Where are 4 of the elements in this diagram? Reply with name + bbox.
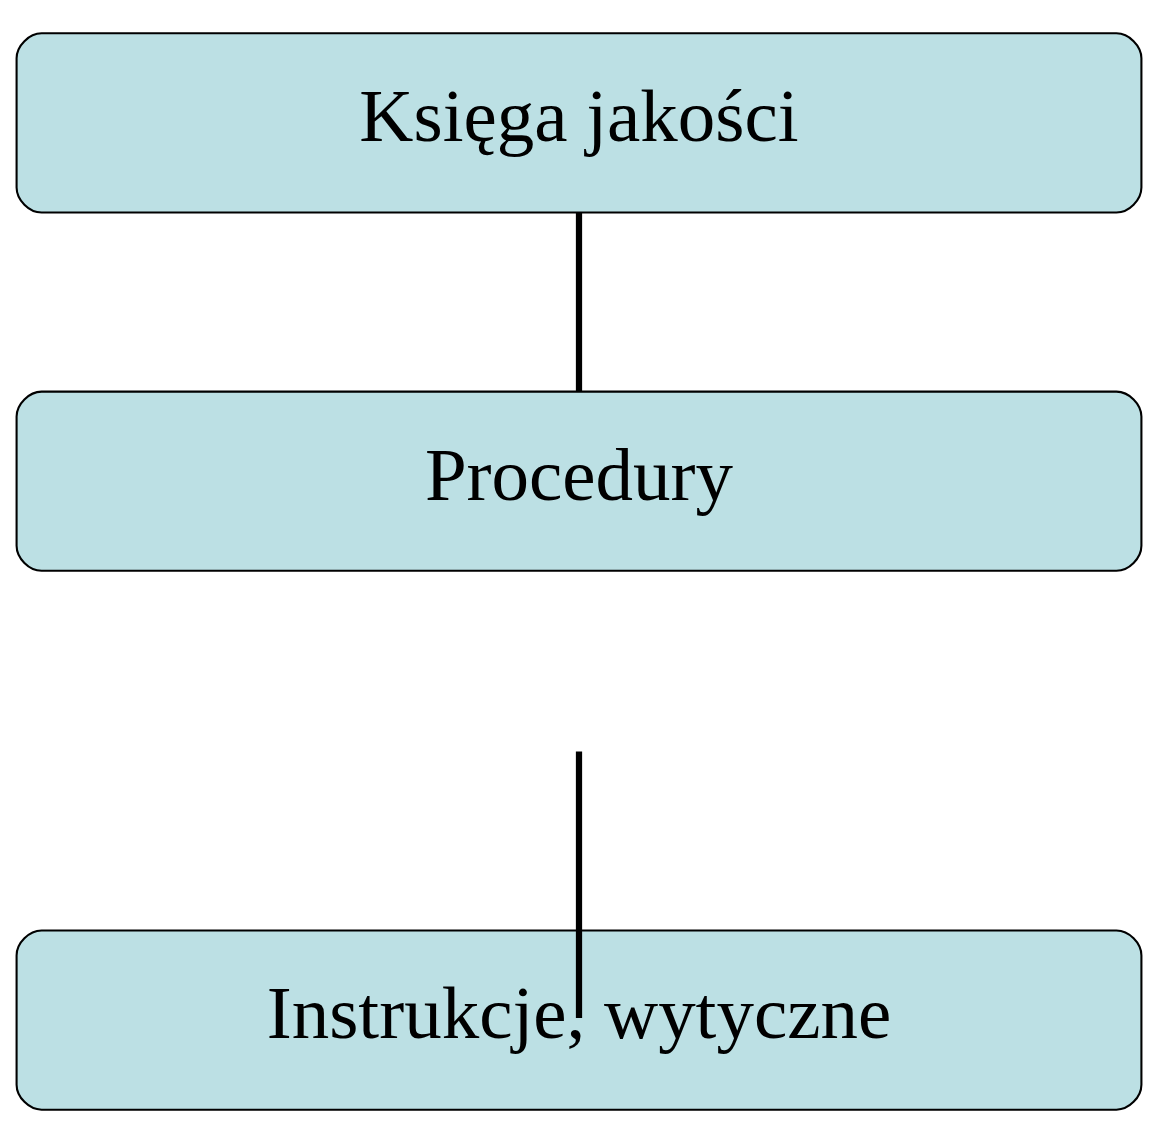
node-box: Instrukcje, wytyczne — [15, 929, 1143, 1111]
node-box: Księga jakości — [15, 31, 1143, 213]
node-box: Procedury — [15, 390, 1143, 572]
connector — [575, 212, 583, 391]
